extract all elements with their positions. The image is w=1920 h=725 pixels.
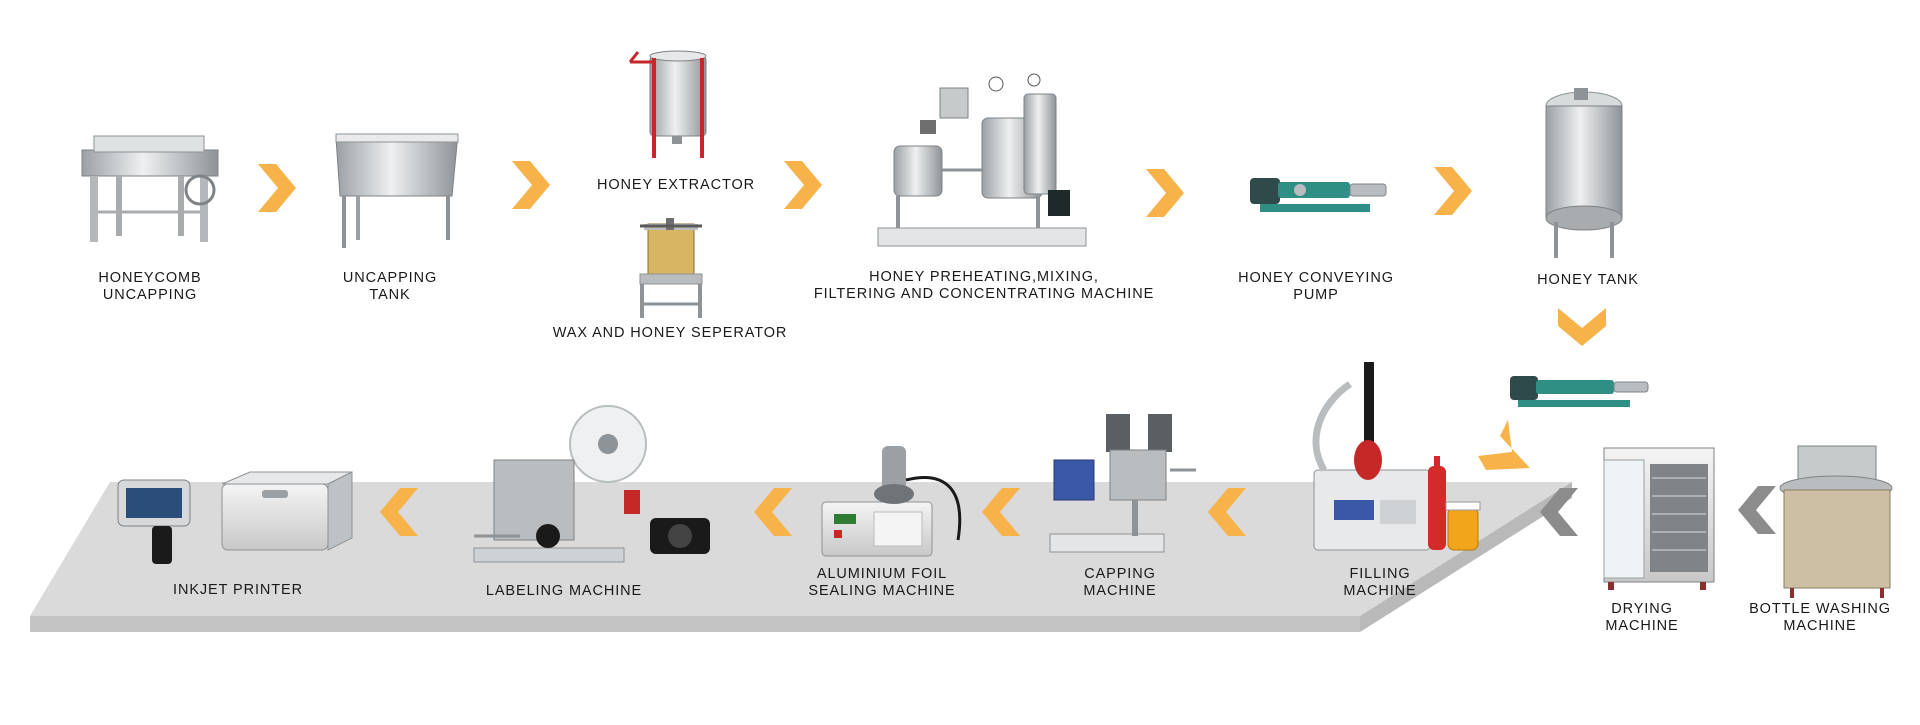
label-labeling-machine: LABELING MACHINE [485,583,643,599]
chevron-left-icon [982,488,1020,536]
conveyor-platform [30,482,1572,632]
chevron-right-icon [784,161,822,209]
chevron-left-icon [1208,488,1246,536]
wax-honey-separator-image [639,218,703,318]
chevron-down-left-icon [1478,420,1530,470]
label-preheating-machine: HONEY PREHEATING,MIXING, FILTERING AND C… [813,269,1155,302]
chevron-left-icon [1738,486,1776,534]
chevron-right-icon [1146,169,1184,217]
label-filling-machine: FILLING MACHINE [1343,566,1417,599]
label-uncapping-tank: UNCAPPING TANK [342,270,438,303]
honeycomb-uncapping-image [81,135,219,242]
chevron-left-icon [1540,488,1578,536]
label-capping-machine: CAPPING MACHINE [1083,566,1157,599]
honey-extractor-image [628,50,707,158]
chevron-right-icon [1434,167,1472,215]
uncapping-tank-image [335,133,459,248]
bottle-washing-machine-image [1779,445,1893,598]
honey-tank-image [1545,88,1623,258]
chevron-left-icon [754,488,792,536]
label-drying-machine: DRYING MACHINE [1605,601,1679,634]
label-honey-tank: HONEY TANK [1537,272,1639,288]
chevron-right-icon [512,161,550,209]
capping-machine-image [1049,414,1196,553]
chevron-left-icon [380,488,418,536]
foil-sealing-machine-image [821,446,962,557]
inkjet-printer-image [117,471,353,564]
label-honey-extractor: HONEY EXTRACTOR [597,177,755,193]
drying-machine-image [1603,447,1715,590]
label-inkjet-printer: INKJET PRINTER [173,582,303,598]
label-bottle-washing: BOTTLE WASHING MACHINE [1749,601,1891,634]
label-conveying-pump: HONEY CONVEYING PUMP [1238,270,1394,303]
labeling-machine-image [473,405,710,563]
conveying-pump-image [1250,178,1387,212]
label-wax-separator: WAX AND HONEY SEPERATOR [552,325,788,341]
label-honeycomb-uncapping: HONEYCOMB UNCAPPING [98,270,202,303]
chevron-right-icon [258,164,296,212]
preheating-machine-image [877,73,1087,247]
chevron-down-icon [1558,308,1606,346]
filling-machine-image [1312,362,1481,551]
label-foil-sealing: ALUMINIUM FOIL SEALING MACHINE [808,566,956,599]
transfer-pump-image [1510,376,1649,407]
